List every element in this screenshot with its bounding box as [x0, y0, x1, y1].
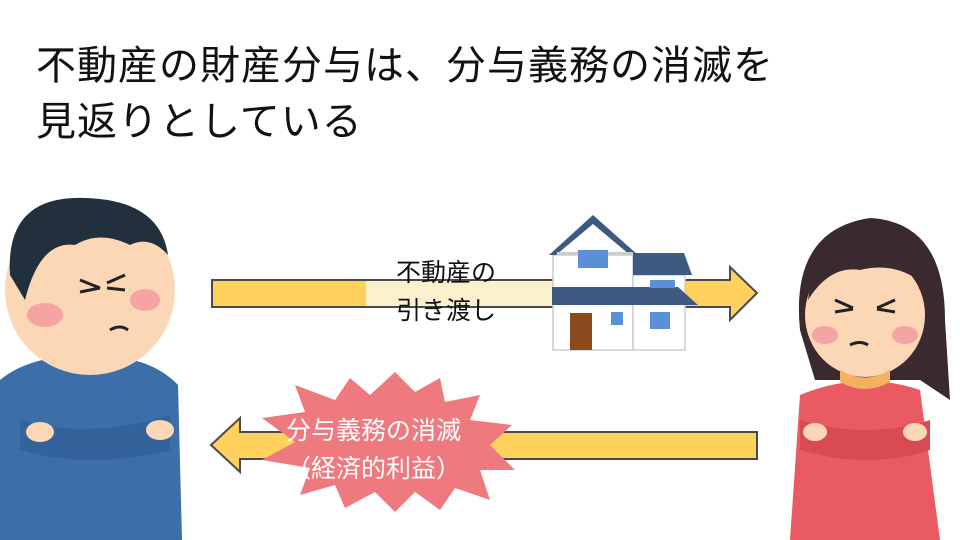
title-line-2: 見返りとしている — [36, 99, 363, 145]
man-illustration — [0, 197, 182, 540]
benefit-label-line-1: 分与義務の消滅 — [286, 416, 462, 445]
benefit-label: 分与義務の消滅 （経済的利益） — [286, 412, 461, 488]
house-icon — [549, 215, 698, 351]
title-line-1: 不動産の財産分与は、分与義務の消滅を — [36, 43, 774, 89]
transfer-label-line-2: 引き渡し — [396, 296, 497, 325]
starburst-shape — [262, 372, 515, 512]
benefit-label-line-2: （経済的利益） — [286, 454, 462, 483]
woman-illustration — [790, 218, 950, 540]
transfer-label-line-1: 不動産の — [396, 258, 497, 287]
transfer-label: 不動産の 引き渡し — [396, 254, 496, 330]
slide-title: 不動産の財産分与は、分与義務の消滅を 見返りとしている — [36, 38, 774, 150]
